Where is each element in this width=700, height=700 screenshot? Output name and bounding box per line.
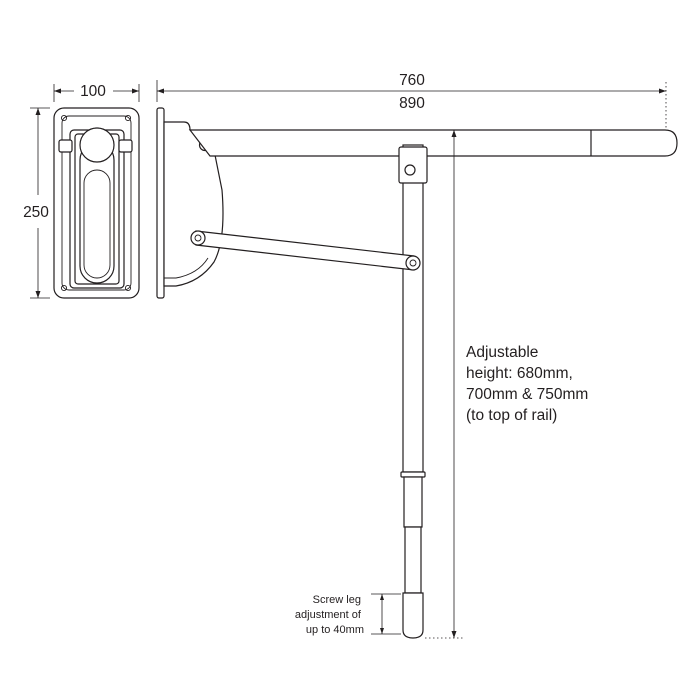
grab-rail-side-view (156, 107, 678, 639)
height-note-line-4: (to top of rail) (466, 407, 557, 424)
height-note-line-2: height: 680mm, (466, 365, 573, 382)
length-b-label: 890 (399, 95, 425, 112)
length-a-label: 760 (399, 72, 425, 89)
wall-plate-front-view (53, 107, 140, 299)
screw-note-line-3: up to 40mm (306, 624, 364, 636)
screw-note-line-1: Screw leg (313, 594, 361, 606)
height-note-line-3: 700mm & 750mm (466, 386, 588, 403)
dimension-screw-leg: Screw leg adjustment of up to 40mm (295, 593, 401, 636)
screw-note-line-2: adjustment of (295, 609, 362, 621)
height-note-line-1: Adjustable (466, 344, 538, 361)
plate-height-label: 250 (23, 204, 49, 221)
screw-leg-note: Screw leg adjustment of up to 40mm (295, 594, 364, 636)
dimension-width: 100 (53, 83, 140, 102)
adjustable-height-note: Adjustable height: 680mm, 700mm & 750mm … (466, 344, 593, 424)
dimension-length: 760 890 (156, 72, 667, 128)
dimension-plate-height: 250 (23, 107, 50, 299)
dimension-adjustable-height: Adjustable height: 680mm, 700mm & 750mm … (425, 130, 593, 639)
width-label: 100 (80, 83, 106, 100)
